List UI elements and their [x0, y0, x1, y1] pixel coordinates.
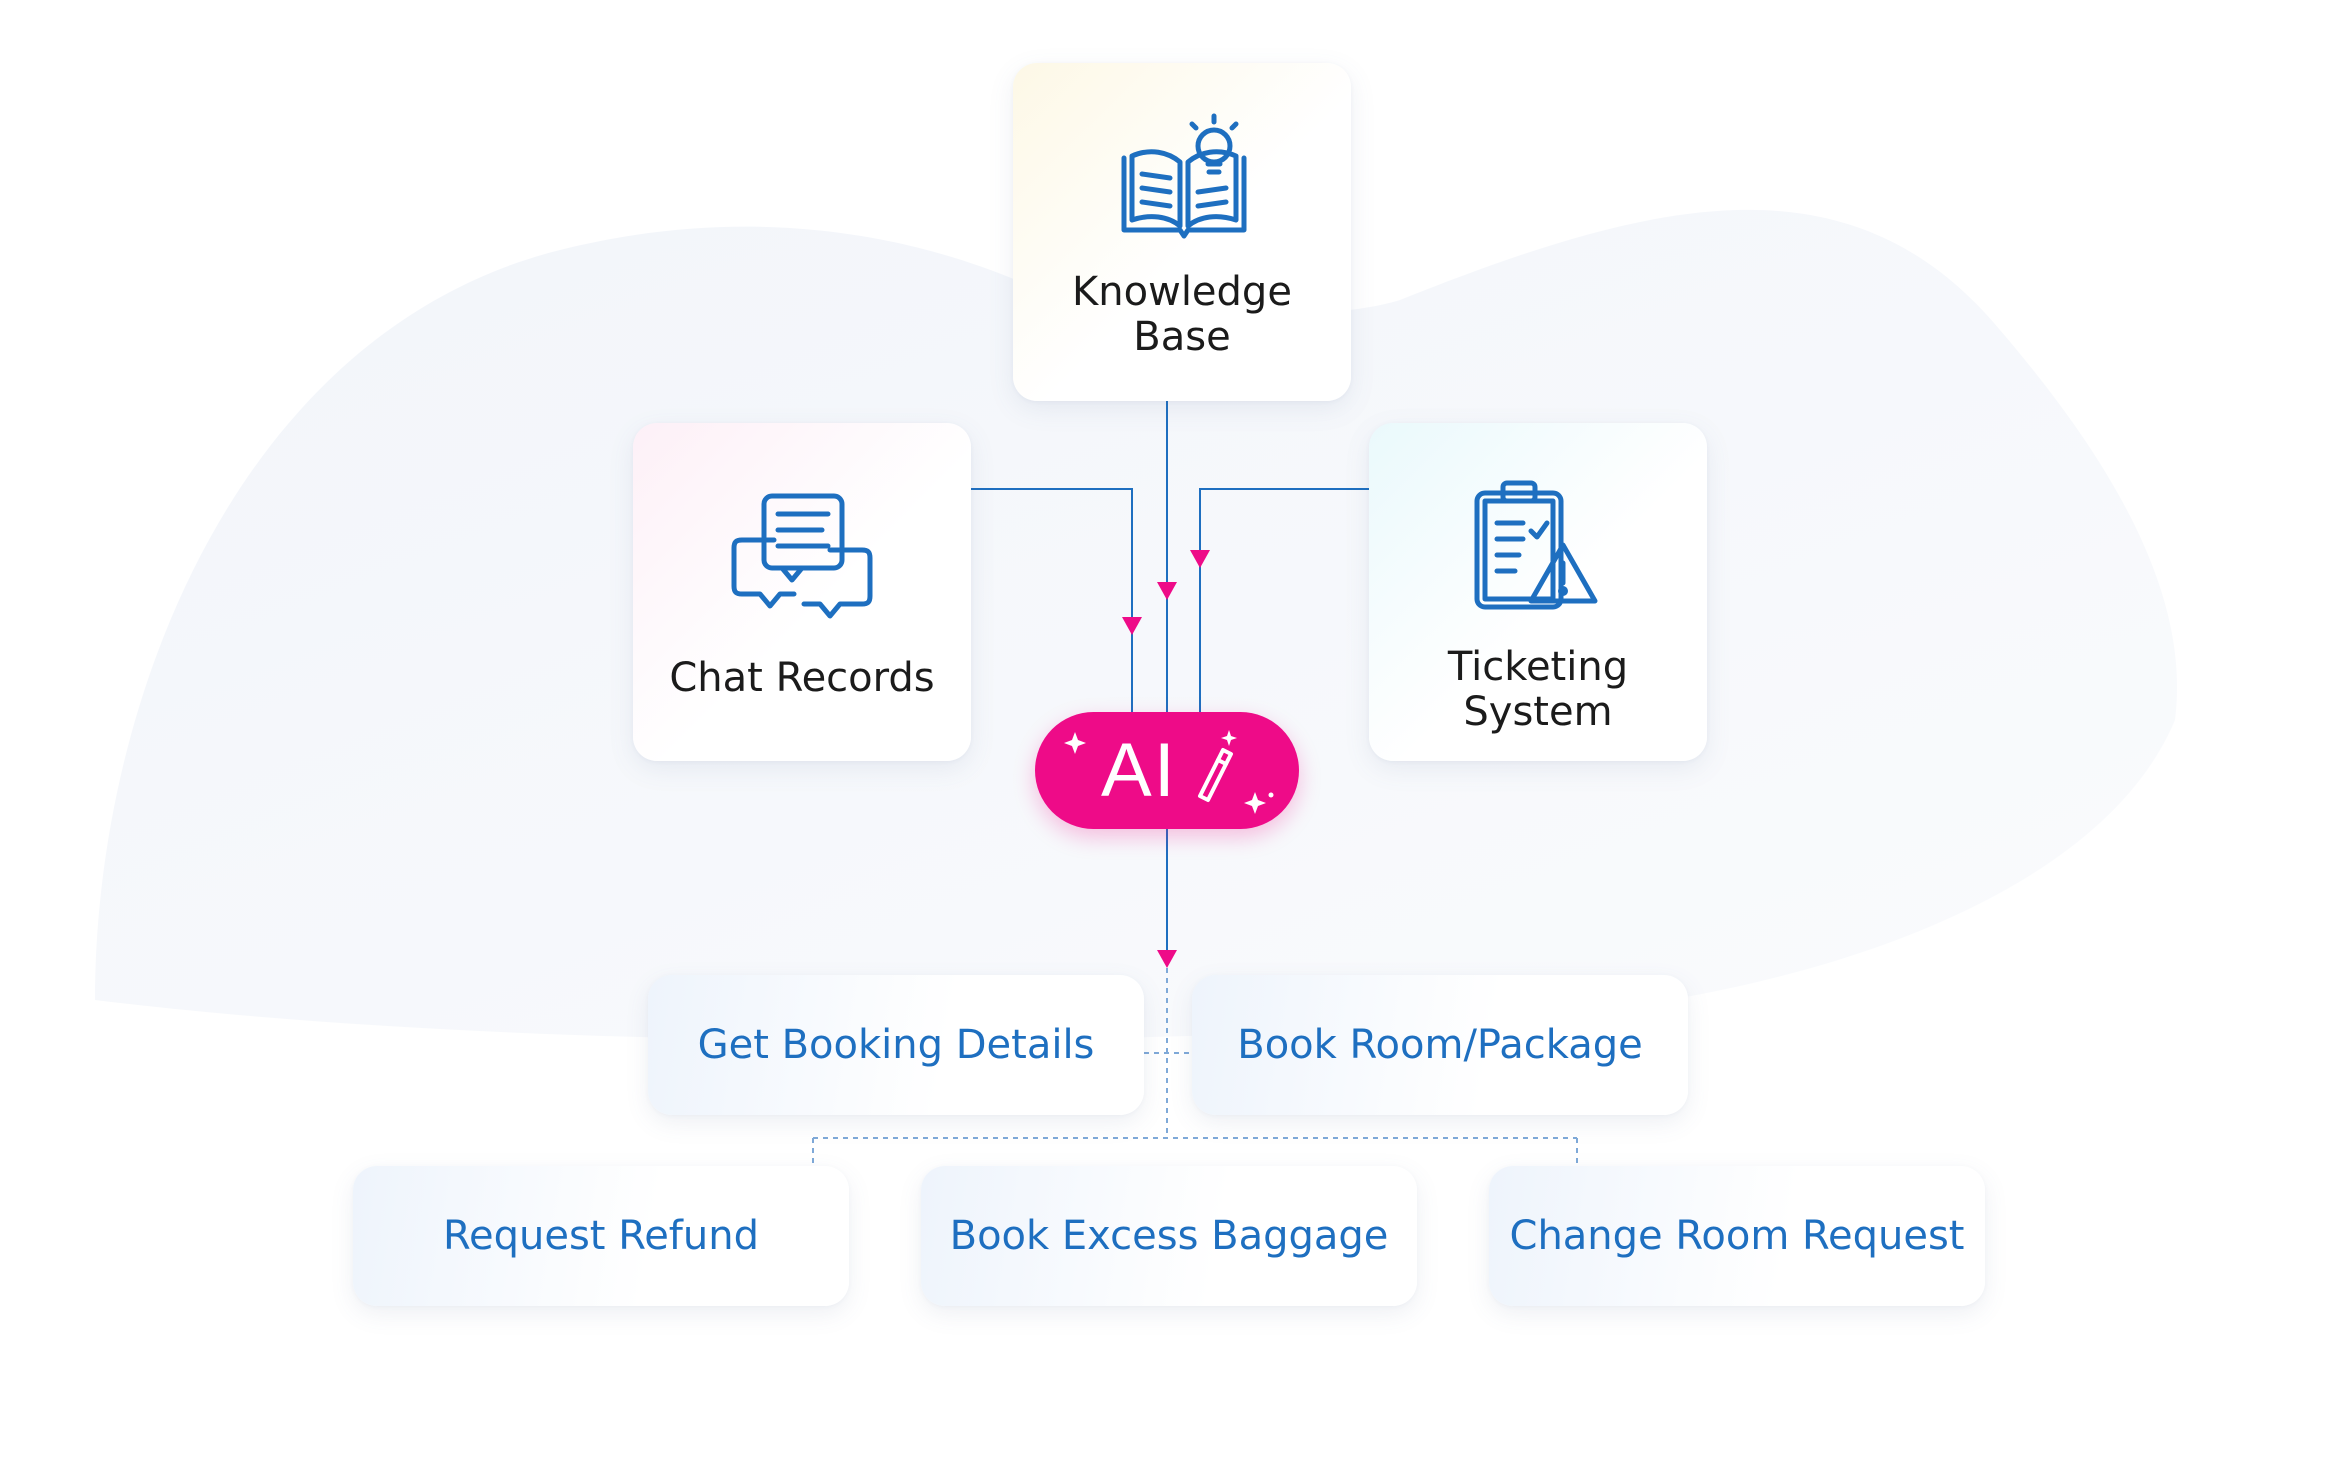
magic-wand-sparkles-icon	[1064, 730, 1274, 814]
book-excess-baggage-action: Book Excess Baggage	[921, 1166, 1417, 1306]
get-booking-details-action: Get Booking Details	[648, 975, 1144, 1115]
request-refund-action: Request Refund	[353, 1166, 849, 1306]
ai-label: AI	[1101, 728, 1177, 813]
change-room-request-action: Change Room Request	[1489, 1166, 1985, 1306]
clipboard-warning-icon	[1474, 480, 1598, 610]
knowledge-base-label-line1: Knowledge	[1072, 269, 1292, 315]
book-room-package-action: Book Room/Package	[1192, 975, 1688, 1115]
ticketing-system-label-line2: System	[1463, 689, 1613, 735]
knowledge-base-label-line2: Base	[1133, 314, 1231, 360]
ticketing-system-label-line1: Ticketing	[1447, 644, 1629, 690]
chat-bubbles-icon	[731, 493, 873, 619]
chat-records-label: Chat Records	[669, 655, 935, 701]
knowledge-base-label: Knowledge Base	[1072, 270, 1292, 360]
open-book-lightbulb-icon	[1121, 113, 1247, 239]
ticketing-system-label: Ticketing System	[1448, 645, 1628, 735]
ai-node: AI	[1035, 712, 1299, 829]
chat-records-card: Chat Records	[633, 423, 971, 761]
knowledge-base-card: Knowledge Base	[1013, 63, 1351, 401]
ticketing-system-card: Ticketing System	[1369, 423, 1707, 761]
